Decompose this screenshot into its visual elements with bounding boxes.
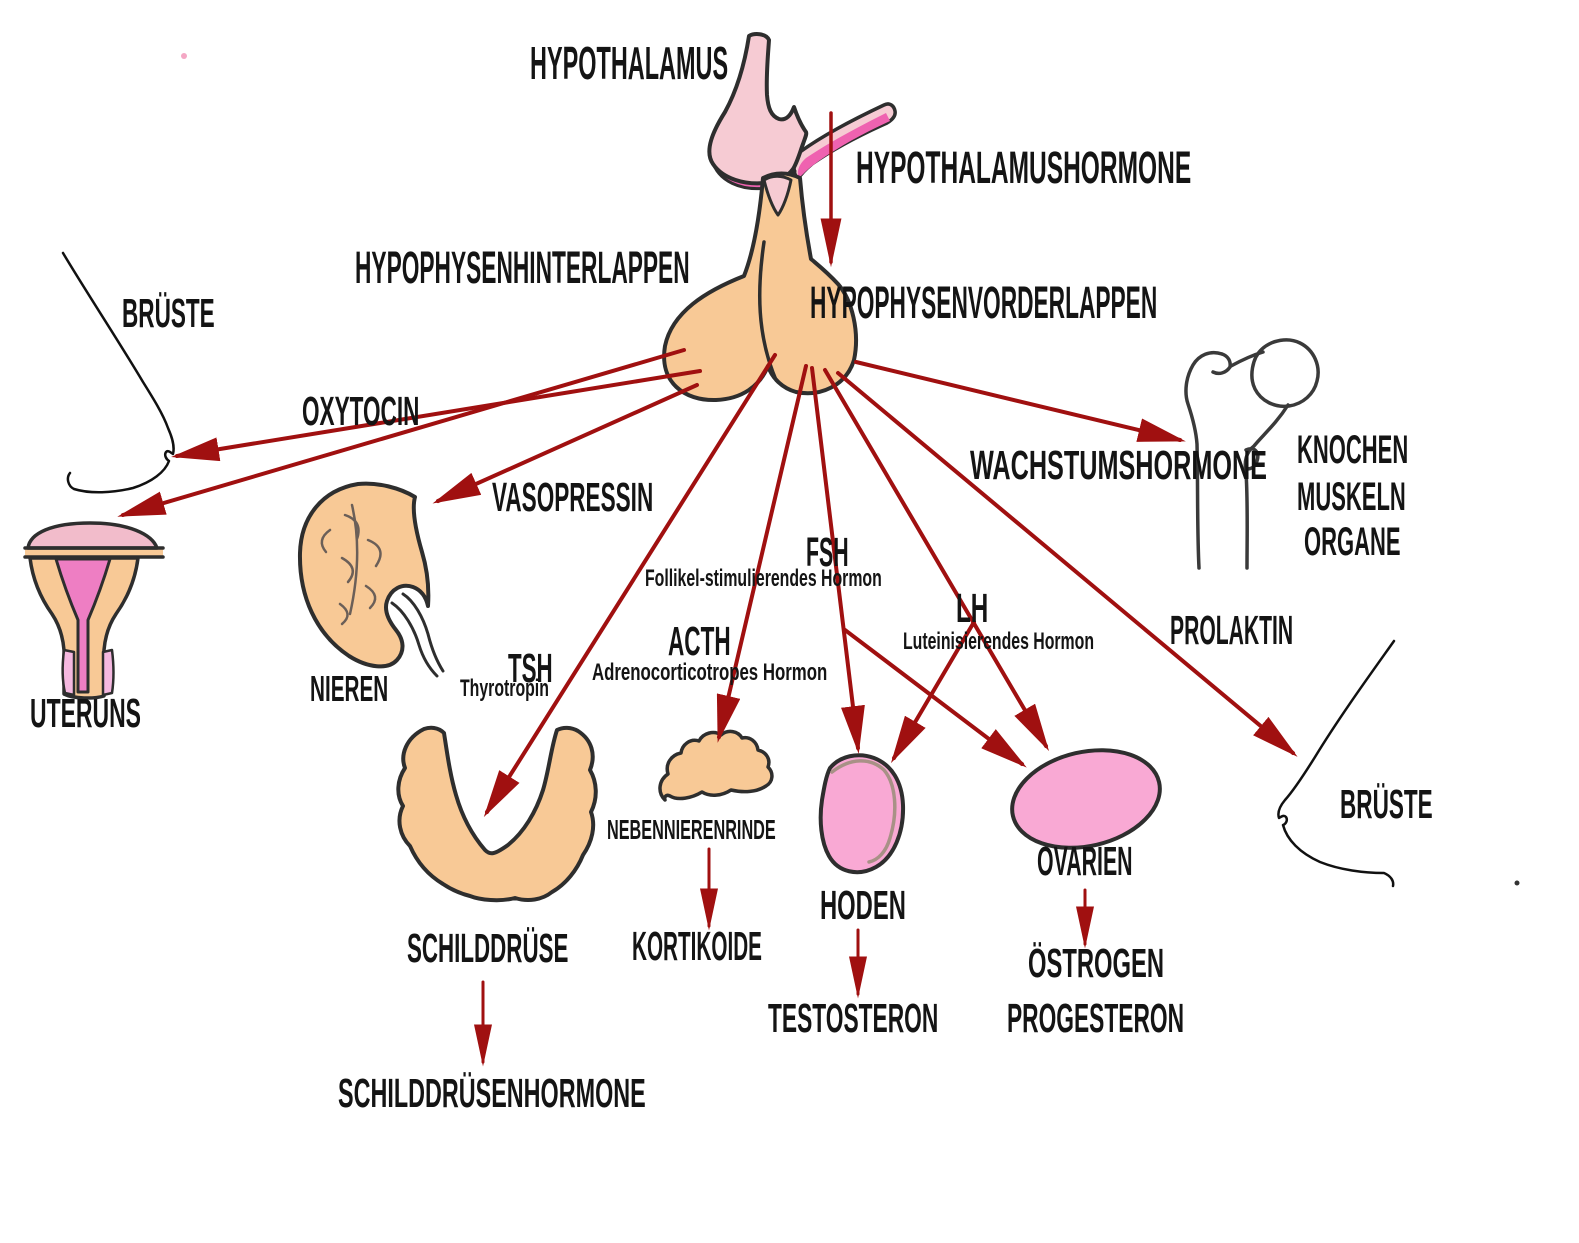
label-schilddruesenhormone: SCHILDDRÜSENHORMONE: [338, 1070, 646, 1116]
label-prolaktin: PROLAKTIN: [1170, 607, 1294, 653]
label-acth: ACTH: [668, 618, 731, 664]
label-fsh-sub: Follikel-stimulierendes Hormon: [645, 565, 882, 592]
arrow-prolaktin-to-breast: [836, 371, 1298, 757]
arrow-lh-to-testis: [890, 620, 976, 764]
arrow-lh-to-ovary: [823, 368, 1050, 752]
thyroid-illustration: [396, 725, 598, 903]
hypothalamus-illustration: [707, 32, 897, 191]
label-knochen: KNOCHEN: [1297, 428, 1409, 472]
label-schilddruese: SCHILDDRÜSE: [407, 925, 569, 971]
black-speck: [1514, 880, 1520, 886]
arrow-vasopressin-to-kidney: [432, 383, 699, 504]
arrow-fsh-to-testis: [810, 366, 865, 754]
label-hypophysenvorderlappen: HYPOPHYSENVORDERLAPPEN: [810, 277, 1158, 328]
label-uteruns: UTERUNS: [30, 690, 141, 736]
breast-outline-right: [1277, 639, 1396, 888]
label-lh: LH: [956, 585, 989, 631]
label-wachstumshormone: WACHSTUMSHORMONE: [970, 442, 1267, 488]
pink-speck: [181, 53, 187, 59]
label-tsh-sub: Thyrotropin: [460, 675, 549, 702]
uterus-illustration: [23, 521, 165, 700]
label-organe: ORGANE: [1304, 520, 1401, 564]
breast-outline-left: [61, 251, 175, 494]
label-lh-sub: Luteinisierendes Hormon: [903, 628, 1094, 655]
arrow-tsh-to-thyroid: [483, 353, 777, 818]
kidney-calyces: [320, 503, 382, 626]
label-hypophysenhinterlappen: HYPOPHYSENHINTERLAPPEN: [355, 242, 690, 293]
arrow-acth-to-adrenal: [716, 364, 808, 743]
arrow-oxytocin-to-breast: [171, 369, 702, 462]
label-nebennierenrinde: NEBENNIERENRINDE: [607, 814, 776, 845]
label-brueste-links: BRÜSTE: [122, 290, 215, 336]
testis-illustration: [818, 753, 906, 875]
label-hypothalamushormone: HYPOTHALAMUSHORMONE: [856, 142, 1192, 193]
arrow-fsh-to-ovary: [843, 628, 1027, 768]
label-testosteron: TESTOSTERON: [768, 995, 939, 1041]
epididymis-line: [830, 759, 897, 864]
arrow-oxytocin-to-uterus: [117, 348, 686, 517]
label-oxytocin: OXYTOCIN: [302, 388, 420, 434]
arrow-wachstumshormone-to-bone: [854, 360, 1186, 442]
label-kortikoide: KORTIKOIDE: [632, 923, 762, 969]
ovary-illustration: [1010, 748, 1162, 850]
label-ovarien: OVARIEN: [1037, 838, 1133, 884]
infundibulum-recess: [762, 174, 793, 217]
label-fsh: FSH: [806, 529, 849, 575]
label-oestrogen: ÖSTROGEN: [1028, 940, 1165, 986]
label-hypothalamus: HYPOTHALAMUS: [530, 37, 729, 89]
hormone-arrows: [117, 111, 1298, 1067]
kidney-illustration: [297, 481, 445, 678]
label-tsh: TSH: [508, 645, 553, 691]
label-vasopressin: VASOPRESSIN: [492, 474, 654, 520]
adrenal-gland-illustration: [658, 729, 774, 802]
label-hoden: HODEN: [820, 882, 906, 928]
label-progesteron: PROGESTERON: [1007, 995, 1185, 1041]
bone-illustration: [1184, 338, 1320, 570]
label-acth-sub: Adrenocorticotropes Hormon: [592, 659, 828, 686]
label-muskeln: MUSKELN: [1297, 475, 1406, 519]
label-brueste-rechts: BRÜSTE: [1340, 781, 1433, 827]
label-nieren: NIEREN: [310, 668, 389, 709]
